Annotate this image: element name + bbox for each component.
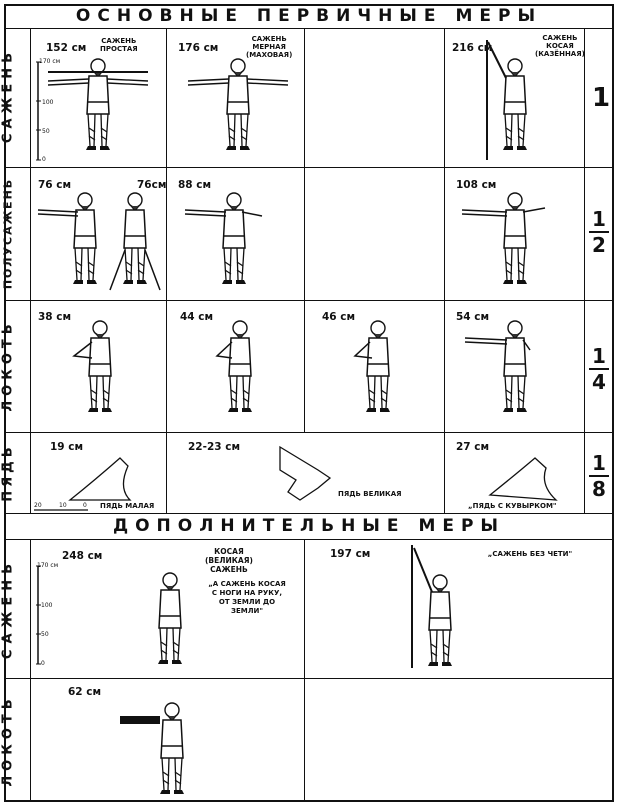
divider (5, 539, 613, 540)
ruler-tick-20: 20 (34, 502, 42, 509)
caption-pyad-malaya: ПЯДЬ МАЛАЯ (100, 502, 155, 510)
divider (5, 300, 613, 301)
measure-27: 27 см (456, 441, 490, 453)
measure-216: 216 см (452, 42, 493, 54)
measure-248: 248 см (62, 550, 103, 562)
scale-tick-50: 50 (42, 128, 50, 135)
caption-pyad-velikaya: ПЯДЬ ВЕЛИКАЯ (338, 490, 402, 498)
measure-44: 44 см (180, 311, 214, 323)
quote-kosaya: „А САЖЕНЬ КОСАЯ С НОГИ НА РУКУ, ОТ ЗЕМЛИ… (208, 580, 286, 615)
measure-197: 197 см (330, 548, 371, 560)
measure-19: 19 см (50, 441, 84, 453)
ruler-tick-10: 10 (59, 502, 67, 509)
measure-54: 54 см (456, 311, 490, 323)
measure-22-23: 22-23 см (188, 441, 241, 453)
divider (166, 28, 167, 513)
caption-bez-cheti: „САЖЕНЬ БЕЗ ЧЕТИ" (487, 550, 573, 558)
divider (304, 539, 305, 802)
scale2-tick-100: 100 (41, 602, 53, 609)
scale-tick-170: 170 см (39, 58, 61, 65)
divider (5, 432, 613, 433)
caption-kosaya-velikaya: КОСАЯ(ВЕЛИКАЯ)САЖЕНЬ (205, 547, 253, 574)
divider (584, 28, 585, 513)
ruler-tick-0: 0 (83, 502, 87, 509)
measure-76b: 76см (137, 179, 167, 191)
divider (444, 28, 445, 513)
divider (5, 28, 613, 29)
divider (5, 167, 613, 168)
divider (5, 678, 613, 679)
header-primary: ОСНОВНЫЕ ПЕРВИЧНЫЕ МЕРЫ (75, 6, 543, 26)
fraction-one: 1 (592, 83, 611, 113)
measure-176: 176 см (178, 42, 219, 54)
scale-tick-100: 100 (42, 99, 54, 106)
measure-108: 108 см (456, 179, 497, 191)
divider (5, 513, 613, 514)
measure-38: 38 см (38, 311, 72, 323)
divider (30, 539, 31, 802)
scale2-tick-50: 50 (41, 631, 49, 638)
divider (304, 28, 305, 432)
measure-88: 88 см (178, 179, 212, 191)
table-frame (4, 4, 614, 802)
measure-152: 152 см (46, 42, 87, 54)
scale2-tick-0: 0 (41, 660, 45, 667)
header-additional: ДОПОЛНИТЕЛЬНЫЕ МЕРЫ (112, 516, 506, 536)
caption-pyad-kuvyrok: „ПЯДЬ С КУВЫРКОМ" (468, 502, 557, 510)
measure-62: 62 см (68, 686, 102, 698)
scale2-tick-170: 170 см (37, 562, 59, 569)
measure-76a: 76 см (38, 179, 72, 191)
divider (30, 28, 31, 513)
scale-tick-0: 0 (42, 156, 46, 163)
measure-46: 46 см (322, 311, 356, 323)
